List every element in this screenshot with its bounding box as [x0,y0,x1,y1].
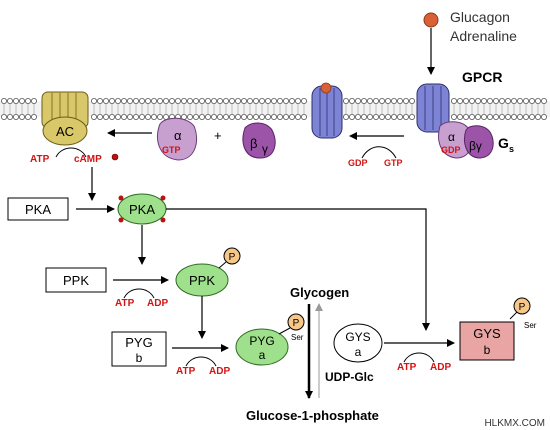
watermark: HLKMX.COM [484,418,545,429]
pyg-atp-label: ATP [176,366,196,377]
ligand-label-adrenaline: Adrenaline [450,28,517,44]
ppk-atp-label: ATP [115,298,135,309]
gs-gdp-label: GDP [441,145,461,155]
gys-adp-label: ADP [430,362,451,373]
free-alpha-symbol: α [174,128,182,143]
pyg-a-node: PYG a P Ser [235,313,305,366]
pka-inactive-label: PKA [25,202,51,217]
pka-active-node: PKA [117,193,167,225]
pyg-a-form: a [259,348,266,362]
pyg-phosphate-label: P [293,318,300,329]
gys-b-box [459,321,515,361]
pyg-b-form: b [136,351,143,365]
gys-b-name: GYS [473,326,501,341]
plus-sign: + [214,128,222,143]
ppk-active-node: PPK P [175,247,241,297]
camp-label: cAMP [74,154,102,165]
free-alpha-gtp-label: GTP [162,145,181,155]
gys-a-name: GYS [345,330,370,344]
gs-subscript: s [509,144,514,154]
atp-camp-arrow [55,147,87,158]
ligand-icon [423,12,439,28]
gs-heterotrimer: α GDP βγ G s [438,121,514,159]
free-alpha-gtp: α GTP [156,117,198,161]
free-beta-symbol: β [250,136,257,151]
ppk-adp-label: ADP [147,298,168,309]
gys-phosphate-label: P [519,302,526,313]
ppk-phosphate-label: P [229,252,236,263]
ppk-inactive-box [45,267,107,293]
pyg-b-name: PYG [125,335,152,350]
gs-label: G [498,135,509,151]
free-beta-gamma: β γ [242,122,276,159]
ppk-active-label: PPK [189,273,215,288]
gys-atp-adp-arrow [403,352,435,363]
glucose-1-phosphate-label: Glucose-1-phosphate [246,408,379,423]
ppk-atp-adp-arrow [123,288,155,299]
pyg-a-name: PYG [249,334,274,348]
pka-active-label: PKA [129,202,155,217]
gs-betagamma-symbol: βγ [469,139,482,153]
ac-label: AC [56,124,74,139]
pyg-adp-label: ADP [209,366,230,377]
udp-glc-label: UDP-Glc [325,370,374,384]
gys-atp-label: ATP [397,362,417,373]
pyg-ser-label: Ser [291,333,304,342]
gys-ser-label: Ser [524,321,537,330]
pka-inactive-box [7,197,69,221]
camp-dot-icon [111,153,119,161]
gs-alpha-symbol: α [448,130,455,144]
gpcr-receptor-active [416,83,450,133]
gys-b-form: b [484,343,491,357]
pyg-atp-adp-arrow [185,356,217,367]
gys-phosphate-icon [513,297,531,315]
ppk-inactive-label: PPK [63,273,89,288]
exchange-gtp: GTP [384,158,403,168]
gys-a-form: a [355,345,362,359]
gpcr-label: GPCR [462,69,502,85]
ppk-phosphate-icon [223,247,241,265]
pyg-b-box [111,331,167,367]
pyg-phosphate-icon [287,313,305,331]
free-gamma-symbol: γ [262,142,268,156]
gpcr-receptor-bound [311,82,343,139]
glycogen-label: Glycogen [290,285,349,300]
gys-a-node: GYS a [333,323,383,363]
adenylyl-cyclase: AC [41,91,89,146]
gdp-gtp-exchange-arrow [361,146,397,159]
exchange-gdp: GDP [348,158,368,168]
cell-membrane [0,98,550,121]
camp-atp-label: ATP [30,154,50,165]
pka-to-gys-arrow [166,208,430,331]
ligand-label-glucagon: Glucagon [450,9,510,25]
